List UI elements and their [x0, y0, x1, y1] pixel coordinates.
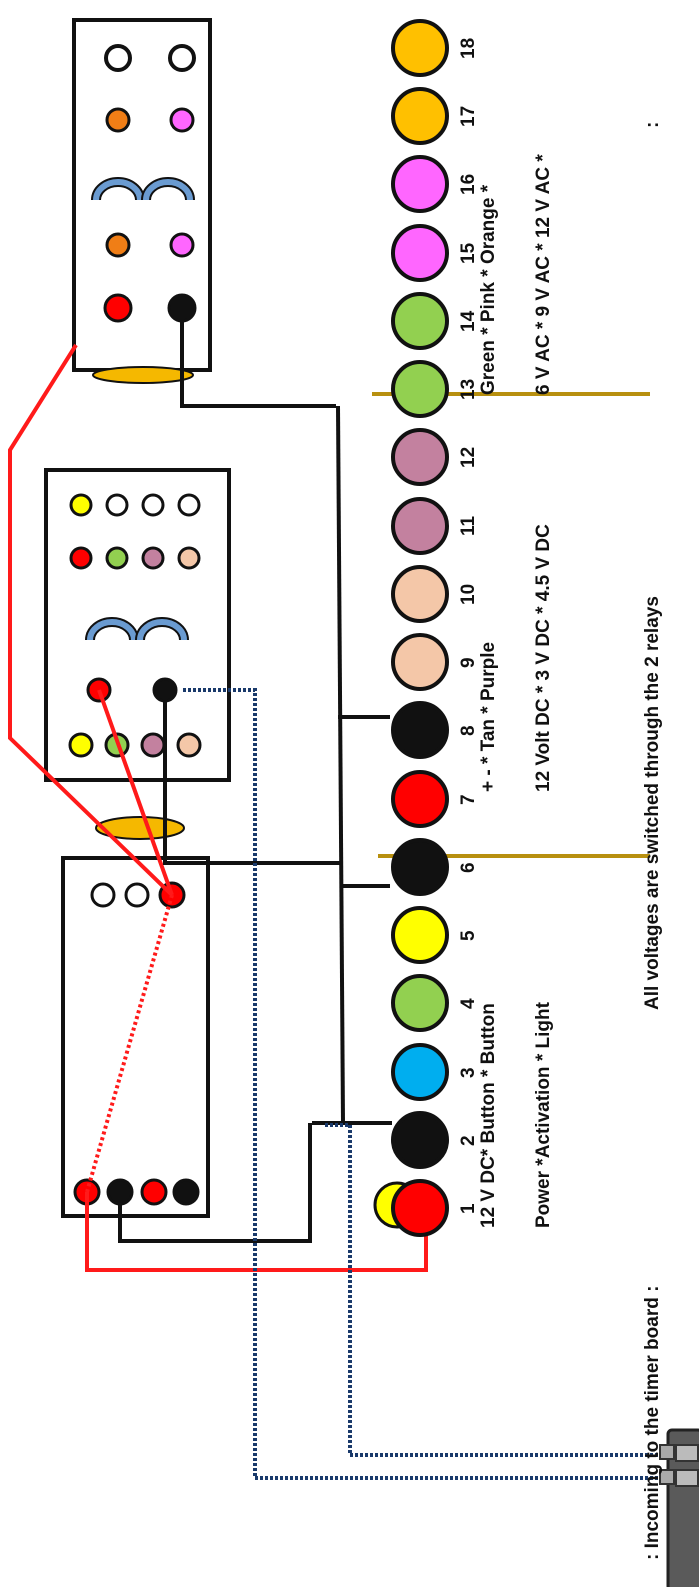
wire-red	[97, 689, 174, 896]
terminal-18-orange	[391, 19, 449, 77]
timer-board-terminal	[172, 1178, 200, 1206]
group3-row2: 6 V AC * 9 V AC * 12 V AC *	[533, 154, 554, 395]
group1-row2: Power *Activation * Light	[533, 1002, 554, 1228]
timer-board-terminal	[90, 882, 116, 908]
wire-black	[118, 1123, 312, 1243]
relay-dc-terminal	[68, 732, 94, 758]
terminal-17-orange	[391, 87, 449, 145]
timer-board-terminal	[124, 882, 150, 908]
relay-dc-coil-arc	[87, 619, 137, 641]
relay-ac-terminal	[169, 107, 195, 133]
terminal-number-label: 11	[458, 515, 479, 536]
terminal-number-label: 13	[458, 378, 479, 400]
relay-ac-coil-arc	[93, 179, 143, 201]
terminal-9-tan	[391, 633, 449, 691]
caption-incoming: : Incoming to the timer board :	[642, 1285, 663, 1560]
wire-black-bus	[336, 405, 345, 1124]
relay-dc-terminal	[176, 732, 202, 758]
relay-ac-terminal	[105, 107, 131, 133]
wire-dotted-switch	[183, 688, 672, 1480]
group2-row1: + - * Tan * Purple	[478, 641, 499, 792]
relay-ac-terminal	[104, 44, 132, 72]
wire-black	[163, 690, 340, 865]
terminal-14-green	[391, 292, 449, 350]
group1-row1: 12 V DC* Button * Button	[478, 1003, 499, 1228]
wire-red	[8, 343, 174, 897]
terminal-5-yellow	[391, 906, 449, 964]
relay-dc-terminal	[69, 493, 93, 517]
relay-dc-terminal	[69, 546, 93, 570]
terminal-number-label: 5	[458, 929, 479, 941]
group2-row2: 12 Volt DC * 3 V DC * 4.5 V DC	[533, 524, 554, 792]
terminal-number-label: 14	[458, 310, 479, 332]
terminal-4-green	[391, 974, 449, 1032]
terminal-number-label: 18	[458, 37, 479, 59]
wire-dotted-switch	[325, 1123, 672, 1457]
terminal-number-label: 15	[458, 242, 479, 264]
timer-board	[61, 856, 210, 1218]
terminal-12-purple	[391, 428, 449, 486]
caption-switched: All voltages are switched through the 2 …	[642, 596, 663, 1010]
relay-ac-terminal	[103, 293, 133, 323]
terminal-number-label: 17	[458, 105, 479, 127]
relay-dc-terminal	[177, 546, 201, 570]
relay-dc-terminal	[141, 546, 165, 570]
group3-row1: Green * Pink * Orange *	[478, 184, 499, 395]
terminal-10-tan	[391, 565, 449, 623]
terminal-15-pink	[391, 224, 449, 282]
terminal-6-black	[391, 838, 449, 896]
relay-ac-terminal	[105, 232, 131, 258]
caption-end-colon: :	[642, 121, 663, 128]
terminal-11-purple	[391, 497, 449, 555]
terminal-number-label: 8	[458, 724, 479, 736]
relay-ac-terminal	[168, 44, 196, 72]
relay-ac-terminal	[169, 232, 195, 258]
relay-dc-terminal	[141, 493, 165, 517]
relay-dc-coil-arc	[137, 619, 187, 641]
terminal-number-label: 4	[458, 997, 479, 1009]
terminal-number-label: 1	[458, 1202, 479, 1214]
wire-black	[180, 308, 336, 408]
terminal-8-black	[391, 701, 449, 759]
relay-ac-coil-arc	[143, 179, 193, 201]
relay-board-dc	[44, 468, 231, 782]
terminal-number-label: 12	[458, 446, 479, 468]
relay-ac-connector-pad	[92, 366, 194, 384]
terminal-number-label: 9	[458, 656, 479, 668]
terminal-3-blue	[391, 1043, 449, 1101]
relay-dc-terminal	[105, 546, 129, 570]
terminal-number-label: 2	[458, 1134, 479, 1146]
terminal-13-green	[391, 360, 449, 418]
terminal-number-label: 10	[458, 583, 479, 605]
relay-dc-terminal	[105, 493, 129, 517]
terminal-number-label: 3	[458, 1066, 479, 1078]
terminal-16-pink	[391, 155, 449, 213]
terminal-7-red	[391, 770, 449, 828]
terminal-1-red	[391, 1179, 449, 1237]
terminal-number-label: 16	[458, 173, 479, 195]
timer-board-terminal	[140, 1178, 168, 1206]
terminal-number-label: 7	[458, 793, 479, 805]
relay-dc-terminal	[177, 493, 201, 517]
relay-dc-connector-pad	[95, 816, 185, 840]
terminal-number-label: 6	[458, 861, 479, 873]
rocker-switch	[659, 1428, 699, 1587]
terminal-2-black	[391, 1111, 449, 1169]
